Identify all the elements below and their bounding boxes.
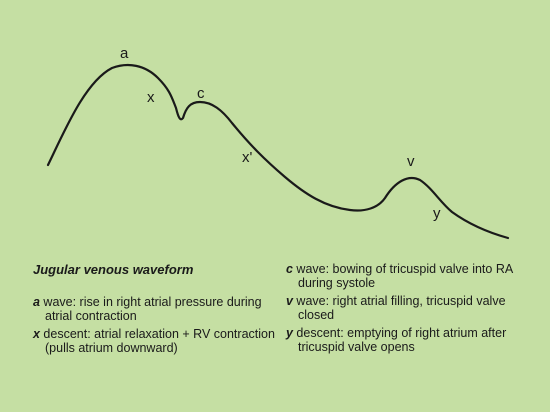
legend-entry-x-descent: x descent: atrial relaxation + RV contra… bbox=[33, 327, 278, 355]
legend-term: v bbox=[286, 294, 293, 308]
label-x: x bbox=[147, 89, 155, 106]
jvp-waveform-diagram: a x c x' v y bbox=[46, 45, 510, 240]
legend-text: wave: bowing of tricuspid valve into RA … bbox=[292, 262, 513, 290]
label-y: y bbox=[433, 205, 441, 222]
legend-text: wave: rise in right atrial pressure duri… bbox=[39, 295, 262, 323]
legend-right-column: c wave: bowing of tricuspid valve into R… bbox=[286, 262, 531, 358]
legend-term: x bbox=[33, 327, 40, 341]
legend-text: wave: right atrial filling, tricuspid va… bbox=[292, 294, 506, 322]
label-a: a bbox=[120, 45, 129, 62]
legend-text: descent: atrial relaxation + RV contract… bbox=[39, 327, 275, 355]
legend-entry-a-wave: a wave: rise in right atrial pressure du… bbox=[33, 295, 278, 323]
legend-term: y bbox=[286, 326, 293, 340]
legend-left-column: a wave: rise in right atrial pressure du… bbox=[33, 295, 278, 359]
waveform-curve bbox=[46, 63, 510, 240]
legend-entry-y-descent: y descent: emptying of right atrium afte… bbox=[286, 326, 531, 354]
legend-entry-v-wave: v wave: right atrial filling, tricuspid … bbox=[286, 294, 531, 322]
legend-term: c bbox=[286, 262, 293, 276]
legend-entry-c-wave: c wave: bowing of tricuspid valve into R… bbox=[286, 262, 531, 290]
label-c: c bbox=[197, 85, 205, 102]
label-v: v bbox=[407, 153, 415, 170]
legend-term: a bbox=[33, 295, 40, 309]
legend-text: descent: emptying of right atrium after … bbox=[292, 326, 507, 354]
legend-title: Jugular venous waveform bbox=[33, 262, 194, 277]
label-x-prime: x' bbox=[242, 149, 253, 166]
